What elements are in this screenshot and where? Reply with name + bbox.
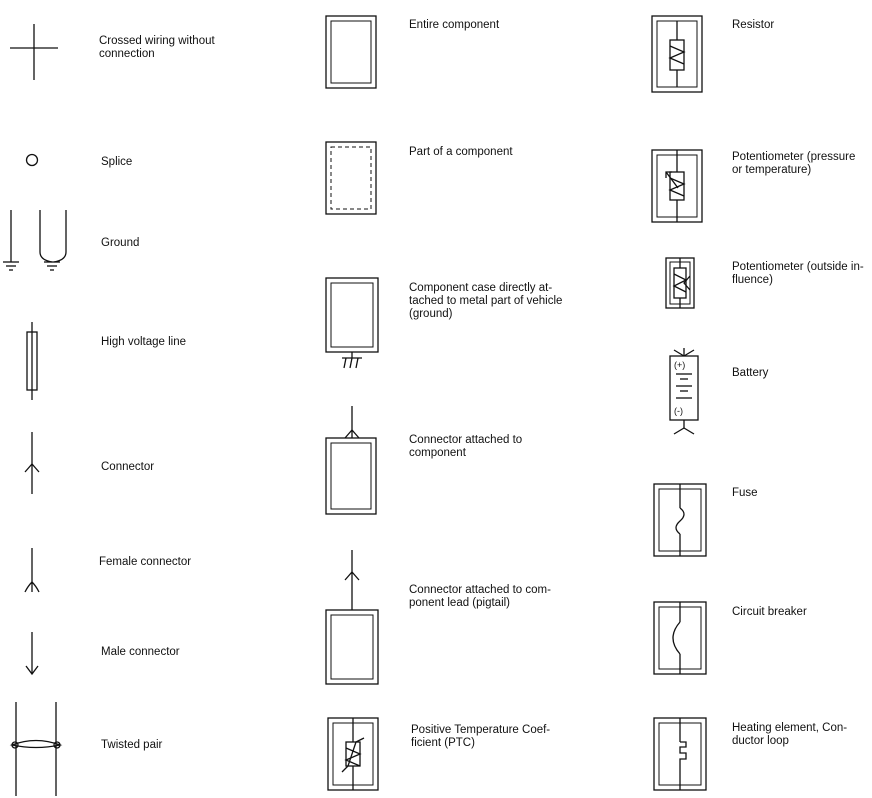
- twisted-pair-icon: [9, 702, 63, 796]
- ground-icon: [3, 210, 67, 271]
- potentiometer-outside-icon: [665, 257, 695, 309]
- label-female-connector: Female connector: [99, 556, 192, 568]
- label-ptc: Positive Temperature Coef- ficient (PTC): [411, 724, 551, 749]
- circuit-breaker-icon: [653, 601, 707, 675]
- label-entire-component: Entire component: [409, 19, 500, 31]
- label-fuse: Fuse: [732, 487, 758, 499]
- label-high-voltage-line: High voltage line: [101, 336, 187, 348]
- entire-component-icon: [325, 15, 377, 89]
- label-ground: Ground: [101, 237, 140, 249]
- ptc-icon: [327, 717, 379, 791]
- label-connector-attached-component: Connector attached to component: [409, 434, 523, 459]
- crossed-wiring-icon: [10, 24, 58, 80]
- resistor-icon: [651, 15, 703, 93]
- label-crossed-wiring: Crossed wiring without connection: [99, 35, 215, 60]
- label-splice: Splice: [101, 156, 133, 168]
- component-case-ground-icon: [325, 277, 379, 369]
- part-of-component-icon: [325, 141, 377, 215]
- fuse-icon: [653, 483, 707, 557]
- battery-icon: (+) (-): [669, 348, 699, 435]
- label-connector: Connector: [101, 461, 155, 473]
- label-part-of-component: Part of a component: [409, 146, 513, 158]
- label-heating-element: Heating element, Con- ductor loop: [732, 722, 848, 747]
- label-resistor: Resistor: [732, 19, 775, 31]
- label-battery: Battery: [732, 367, 769, 379]
- label-potentiometer-outside: Potentiometer (outside in- fluence): [732, 261, 864, 286]
- label-circuit-breaker: Circuit breaker: [732, 606, 807, 618]
- high-voltage-line-icon: [26, 322, 38, 400]
- potentiometer-pressure-icon: [651, 149, 703, 223]
- label-connector-attached-lead: Connector attached to com- ponent lead (…: [409, 584, 551, 609]
- connector-icon: [24, 432, 40, 494]
- female-connector-icon: [24, 548, 40, 593]
- heating-element-icon: [653, 717, 707, 791]
- connector-attached-lead-icon: [325, 550, 379, 685]
- battery-plus-label: (+): [674, 360, 685, 370]
- splice-icon: [25, 153, 39, 167]
- label-twisted-pair: Twisted pair: [101, 739, 163, 751]
- label-male-connector: Male connector: [101, 646, 180, 658]
- label-potentiometer-pressure: Potentiometer (pressure or temperature): [732, 151, 856, 176]
- connector-attached-component-icon: [325, 406, 377, 515]
- male-connector-icon: [25, 632, 39, 676]
- battery-minus-label: (-): [674, 406, 683, 416]
- label-component-case-ground: Component case directly at- tached to me…: [409, 282, 563, 320]
